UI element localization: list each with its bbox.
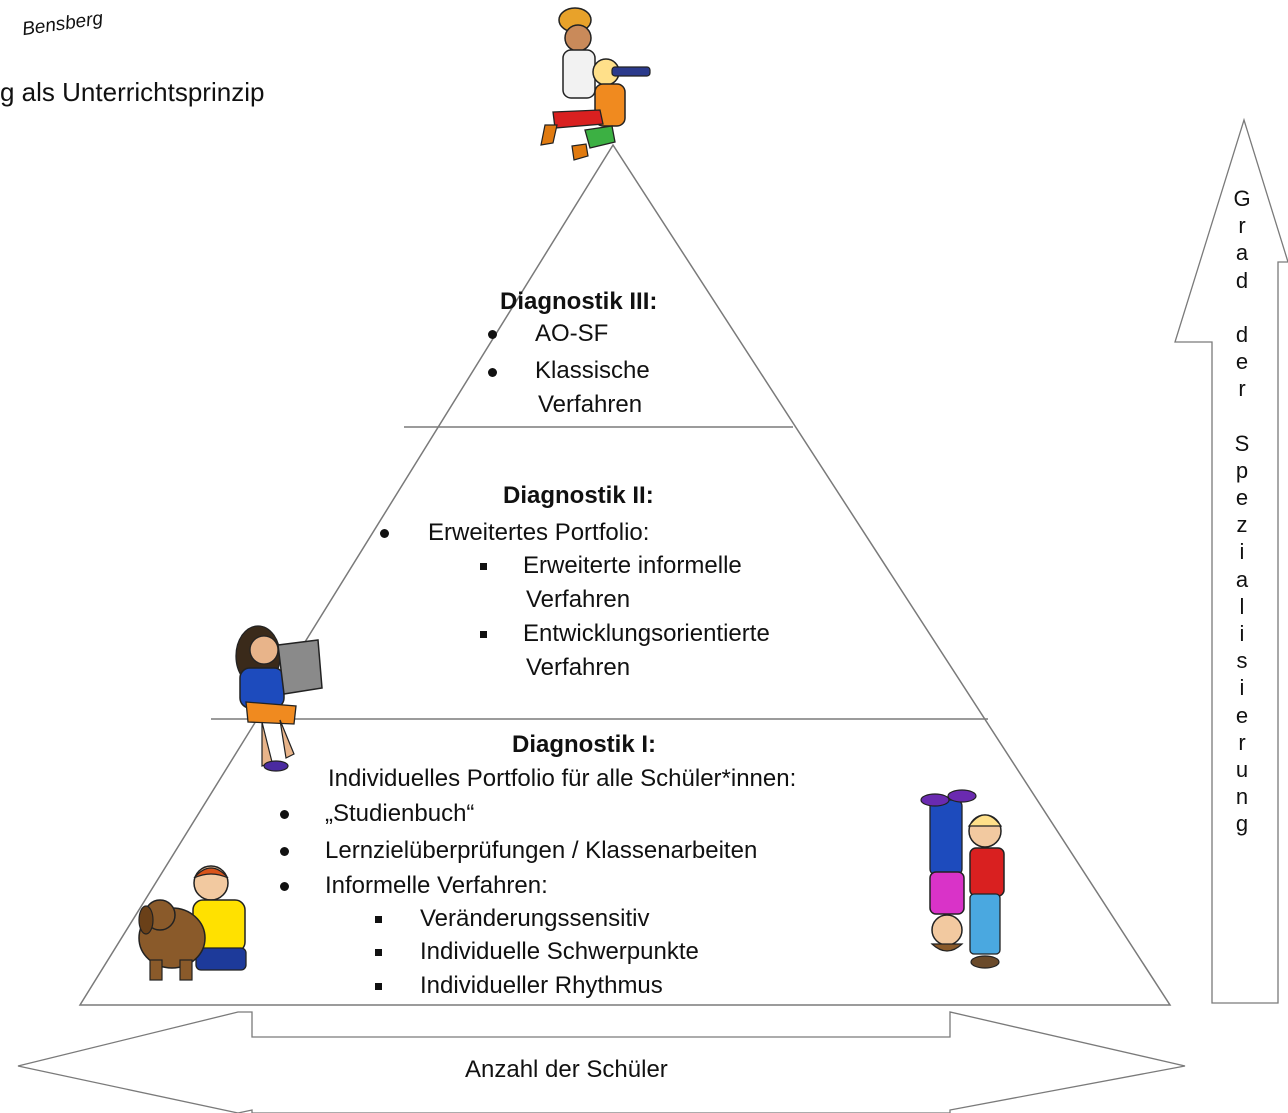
bullet-dot-icon xyxy=(488,368,497,378)
level3-bullet-1 xyxy=(488,317,497,350)
level2-item: Erweitertes Portfolio: xyxy=(428,519,650,546)
header-title-fragment: g als Unterrichtsprinzip xyxy=(0,77,265,107)
level3-heading: Diagnostik III: xyxy=(500,288,658,315)
kids-telescope-illustration xyxy=(540,7,651,161)
vertical-letter: a xyxy=(1235,566,1249,592)
vertical-letter: e xyxy=(1235,485,1249,511)
vertical-letter: r xyxy=(1238,729,1246,755)
level1-subitem-3: Individueller Rhythmus xyxy=(420,972,663,999)
vertical-letter: n xyxy=(1235,784,1249,810)
vertical-letter: d xyxy=(1235,267,1249,293)
vertical-letter: i xyxy=(1239,621,1245,646)
bullet-square-icon xyxy=(375,916,382,924)
vertical-letter: G xyxy=(1233,186,1251,211)
bullet-square-icon xyxy=(375,983,382,991)
level1-item-2: Lernzielüberprüfungen / Klassenarbeiten xyxy=(325,837,758,864)
vertical-letter: u xyxy=(1235,756,1249,782)
bullet-square-icon xyxy=(375,949,382,957)
vertical-letter: r xyxy=(1238,213,1246,239)
level1-intro: Individuelles Portfolio für alle Schüler… xyxy=(328,765,797,792)
vertical-letter: l xyxy=(1239,593,1245,619)
girl-laptop-illustration xyxy=(235,625,323,772)
level1-item-1: „Studienbuch“ xyxy=(325,800,475,827)
horizontal-arrow-label: Anzahl der Schüler xyxy=(465,1056,668,1083)
level1-subitem-2: Individuelle Schwerpunkte xyxy=(420,938,699,965)
level3-item-1: AO-SF xyxy=(535,320,609,347)
level1-sub-bullet-2 xyxy=(375,935,382,968)
vertical-arrow xyxy=(1174,117,1288,1004)
level1-heading: Diagnostik I: xyxy=(512,731,657,758)
level2-subitem-2-cont: Verfahren xyxy=(526,654,631,681)
horizontal-double-arrow xyxy=(17,1011,1186,1113)
level2-subitem-2: Entwicklungsorientierte xyxy=(523,620,770,647)
vertical-letter: d xyxy=(1235,321,1249,347)
bullet-dot-icon xyxy=(280,847,289,857)
level2-heading: Diagnostik II: xyxy=(503,482,654,509)
vertical-letter: S xyxy=(1234,430,1250,456)
vertical-letter: s xyxy=(1236,648,1248,674)
vertical-letter: i xyxy=(1239,675,1245,701)
vertical-letter: p xyxy=(1235,457,1249,483)
level1-item-3: Informelle Verfahren: xyxy=(325,872,548,899)
level2-bullet xyxy=(380,516,389,549)
level1-subitem-1: Veränderungssensitiv xyxy=(420,905,650,932)
level1-sub-bullet-3 xyxy=(375,969,382,1002)
bullet-square-icon xyxy=(480,563,487,571)
vertical-letter: e xyxy=(1235,702,1249,728)
level1-bullet-3 xyxy=(280,869,289,902)
level1-bullet-1 xyxy=(280,797,289,830)
kids-handstand-illustration xyxy=(920,789,1005,969)
vertical-letter: r xyxy=(1238,376,1246,402)
bullet-dot-icon xyxy=(488,330,497,340)
level2-sub-bullet-2 xyxy=(480,617,487,650)
bullet-dot-icon xyxy=(280,882,289,892)
vertical-letter: z xyxy=(1236,512,1248,538)
bullet-square-icon xyxy=(480,631,487,639)
vertical-letter xyxy=(1222,294,1262,321)
level3-item-2-cont: Verfahren xyxy=(538,391,643,418)
vertical-letter: a xyxy=(1235,240,1249,266)
pyramid-outline xyxy=(78,143,1172,1006)
vertical-letter: e xyxy=(1235,349,1249,375)
level1-bullet-2 xyxy=(280,834,289,867)
level3-bullet-2 xyxy=(488,355,497,388)
vertical-letter: i xyxy=(1239,539,1245,565)
level3-item-2: Klassische xyxy=(535,357,650,384)
level2-subitem-1: Erweiterte informelle xyxy=(523,552,742,579)
level2-subitem-1-cont: Verfahren xyxy=(526,586,631,613)
vertical-arrow-label: G r a d d e r S p e z i a l i s i e r u … xyxy=(1222,185,1262,838)
bullet-dot-icon xyxy=(280,810,289,820)
vertical-letter: g xyxy=(1235,811,1249,837)
level1-sub-bullet-1 xyxy=(375,902,382,935)
bullet-dot-icon xyxy=(380,529,389,539)
level2-sub-bullet-1 xyxy=(480,549,487,582)
logo-text: Bensberg xyxy=(21,8,105,40)
boy-dog-illustration xyxy=(138,865,247,981)
vertical-letter xyxy=(1222,403,1262,430)
